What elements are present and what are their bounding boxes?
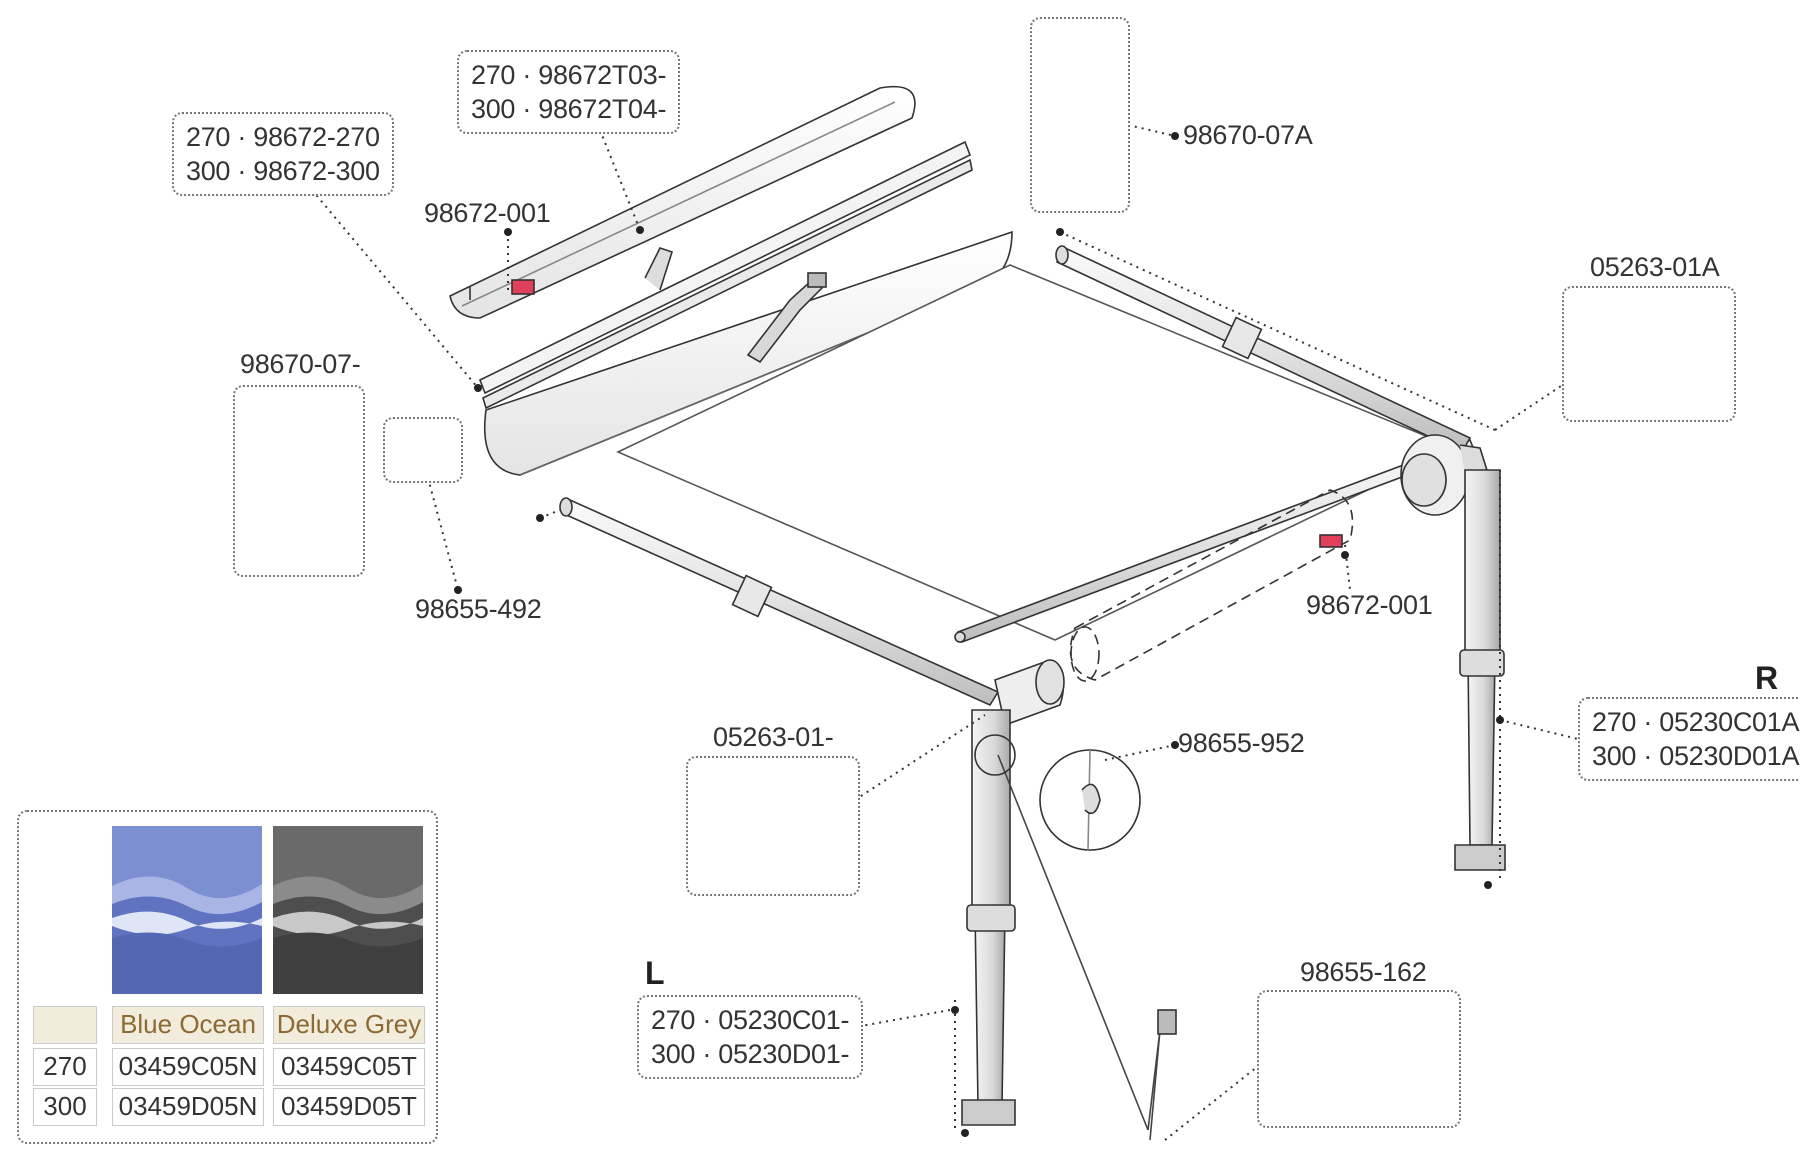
legend-grey-270: 03459C05T (273, 1048, 425, 1086)
label-endcap-bottom: 98672-001 (1306, 590, 1433, 620)
legend-size-270: 270 (33, 1048, 97, 1086)
label-line: 270 · 05230C01- (651, 1005, 850, 1035)
label-line: 270 · 98672T03- (471, 60, 667, 90)
legend-head-grey: Deluxe Grey (273, 1006, 425, 1044)
box-right-cap (1030, 17, 1130, 213)
label-left-cap: 98670-07- (240, 349, 361, 379)
label-top-cover: 270 · 98672T03- 300 · 98672T04- (457, 50, 681, 134)
legend-corner (33, 1006, 97, 1044)
swatch-deluxe-grey (273, 826, 423, 994)
legend-blue-270: 03459C05N (112, 1048, 264, 1086)
box-tiedown (1257, 990, 1461, 1128)
label-line: 300 · 05230D01- (651, 1039, 850, 1069)
label-leg-right: 270 · 05230C01A 300 · 05230D01A (1578, 697, 1800, 781)
box-left-cap (233, 385, 365, 577)
label-leg-left: 270 · 05230C01- 300 · 05230D01- (637, 995, 864, 1079)
awning-rail (478, 140, 972, 395)
side-left-marker: L (645, 955, 665, 991)
label-rail: 270 · 98672-270 300 · 98672-300 (172, 112, 394, 196)
label-tiedown: 98655-162 (1300, 957, 1427, 987)
legend-blue-300: 03459D05N (112, 1088, 264, 1126)
label-right-joint: 05263-01A (1590, 252, 1720, 282)
label-left-joint: 05263-01- (713, 722, 834, 752)
label-right-cap: 98670-07A (1183, 120, 1313, 150)
label-hook: 98655-952 (1178, 728, 1305, 758)
side-right-marker: R (1755, 660, 1779, 696)
legend-grey-300: 03459D05T (273, 1088, 425, 1126)
label-line: 270 · 98672-270 (186, 122, 380, 152)
label-endcap-top: 98672-001 (424, 198, 551, 228)
label-clip: 98655-492 (415, 594, 542, 624)
legend-head-blue: Blue Ocean (112, 1006, 264, 1044)
fabric-legend: Blue Ocean Deluxe Grey 270 03459C05N 034… (17, 810, 438, 1144)
swatch-blue-ocean (112, 826, 262, 994)
right-leg (1464, 469, 1501, 656)
box-left-joint (686, 756, 860, 896)
label-line: 300 · 98672-300 (186, 156, 380, 186)
box-right-joint (1562, 286, 1736, 422)
label-line: 300 · 05230D01A (1592, 741, 1800, 771)
legend-size-300: 300 (33, 1088, 97, 1126)
left-leg (971, 709, 1011, 911)
box-clip (383, 417, 463, 483)
leader-dots (454, 132, 1574, 1137)
label-line: 270 · 05230C01A (1592, 707, 1800, 737)
label-line: 300 · 98672T04- (471, 94, 667, 124)
leader-lines (311, 124, 1583, 1141)
